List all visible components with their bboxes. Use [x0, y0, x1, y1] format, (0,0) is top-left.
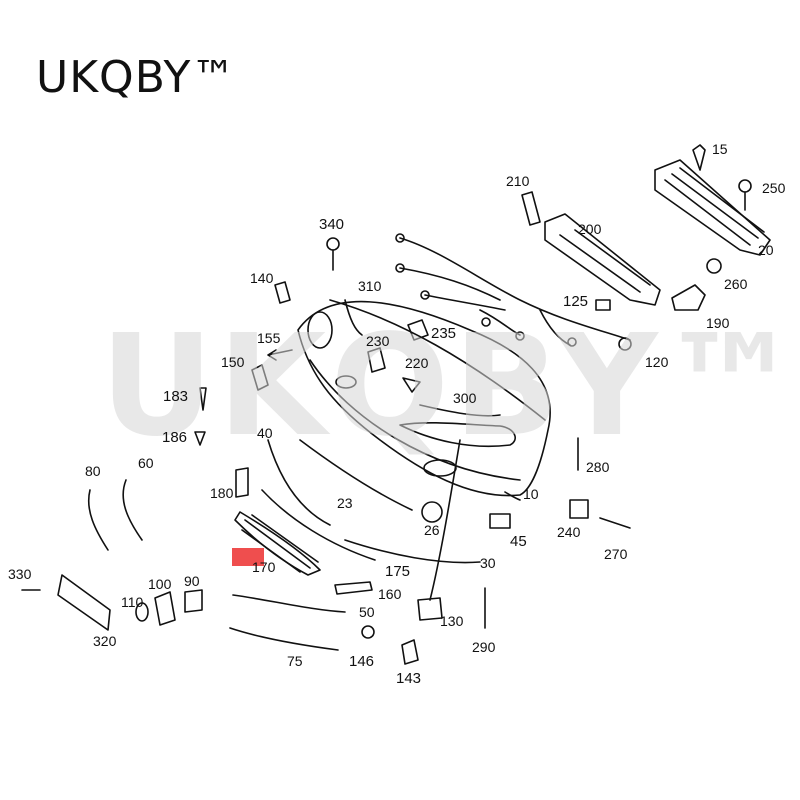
label-300: 300 [453, 390, 477, 406]
label-40: 40 [257, 425, 273, 441]
trim-80 [87, 489, 109, 551]
cover-140 [274, 281, 291, 304]
nut-260 [706, 258, 722, 274]
arrow-155 [267, 349, 293, 361]
cap-235 [407, 319, 429, 341]
label-140: 140 [250, 270, 274, 286]
label-235: 235 [431, 325, 457, 342]
label-80: 80 [85, 463, 101, 479]
label-310: 310 [358, 278, 382, 294]
label-186: 186 [162, 429, 188, 446]
label-320: 320 [93, 633, 117, 649]
bracket-180 [235, 467, 249, 498]
bumper-air-intake [399, 422, 516, 448]
bumper-upper-edge [329, 299, 546, 421]
strip-75 [229, 627, 339, 651]
label-175: 175 [385, 563, 411, 580]
label-183: 183 [163, 388, 189, 405]
emblem-160 [334, 581, 373, 595]
molding-trim [232, 594, 346, 613]
clip-15 [692, 144, 706, 171]
grille-support-20 [654, 159, 771, 256]
highlight-marker [232, 548, 264, 566]
bracket-190 [671, 284, 706, 311]
brand-logo: UKQBY™ [36, 52, 237, 103]
cover-10 [504, 491, 521, 501]
label-75: 75 [287, 653, 303, 669]
label-15: 15 [712, 141, 728, 157]
label-230: 230 [366, 333, 390, 349]
label-120: 120 [645, 354, 669, 370]
bracket-210 [521, 191, 541, 226]
label-200: 200 [578, 221, 602, 237]
label-170: 170 [252, 559, 276, 575]
label-130: 130 [440, 613, 464, 629]
label-150: 150 [221, 354, 245, 370]
label-250: 250 [762, 180, 786, 196]
sensor-125 [595, 299, 611, 311]
label-290: 290 [472, 639, 496, 655]
label-26: 26 [424, 522, 440, 538]
sensor-90 [184, 589, 203, 613]
emblem-26 [421, 501, 443, 523]
label-210: 210 [506, 173, 530, 189]
mesh-grille-170 [234, 511, 321, 576]
label-143: 143 [396, 670, 422, 687]
label-20: 20 [758, 242, 774, 258]
label-270: 270 [604, 546, 628, 562]
strip-23 [299, 439, 413, 511]
block-240 [569, 499, 589, 519]
bolt-270 [599, 517, 631, 529]
label-190: 190 [706, 315, 730, 331]
cover-150 [251, 364, 269, 391]
fog-lamp-opening [423, 459, 457, 477]
bracket-143 [401, 639, 419, 665]
strip-175 [261, 489, 376, 561]
label-340: 340 [319, 216, 345, 233]
label-160: 160 [378, 586, 402, 602]
bolt-250 [738, 179, 752, 193]
ring-110 [135, 602, 149, 622]
label-260: 260 [724, 276, 748, 292]
label-45: 45 [510, 533, 527, 550]
strip-310 [344, 299, 363, 336]
label-125: 125 [563, 293, 589, 310]
screw-183 [199, 387, 207, 411]
bracket-220 [402, 377, 421, 393]
bracket-230 [367, 347, 386, 373]
block-45 [489, 513, 511, 529]
label-330: 330 [8, 566, 32, 582]
label-110: 110 [121, 594, 144, 610]
sensor-100 [154, 591, 176, 626]
clip-186 [194, 431, 206, 446]
label-155: 155 [257, 330, 281, 346]
label-100: 100 [148, 576, 172, 592]
label-146: 146 [349, 653, 375, 670]
strip-30 [344, 539, 481, 564]
label-23: 23 [337, 495, 353, 511]
label-50: 50 [359, 604, 375, 620]
label-240: 240 [557, 524, 581, 540]
bumper-lower-edge [309, 359, 521, 481]
label-280: 280 [586, 459, 610, 475]
trim-300 [419, 404, 501, 417]
bumper-cover [297, 300, 551, 497]
trim-40 [267, 439, 331, 526]
plate-320 [57, 574, 111, 631]
label-60: 60 [138, 455, 154, 471]
bumper-bracket-200 [544, 213, 661, 306]
label-90: 90 [184, 573, 200, 589]
label-220: 220 [405, 355, 429, 371]
wiring-harness [399, 237, 631, 346]
label-180: 180 [210, 485, 234, 501]
trim-60 [122, 479, 143, 541]
bolt-340 [326, 237, 340, 251]
bolt-146 [361, 625, 375, 639]
label-10: 10 [523, 486, 539, 502]
label-30: 30 [480, 555, 496, 571]
cover-130 [417, 597, 443, 621]
cable-leader [429, 439, 461, 601]
